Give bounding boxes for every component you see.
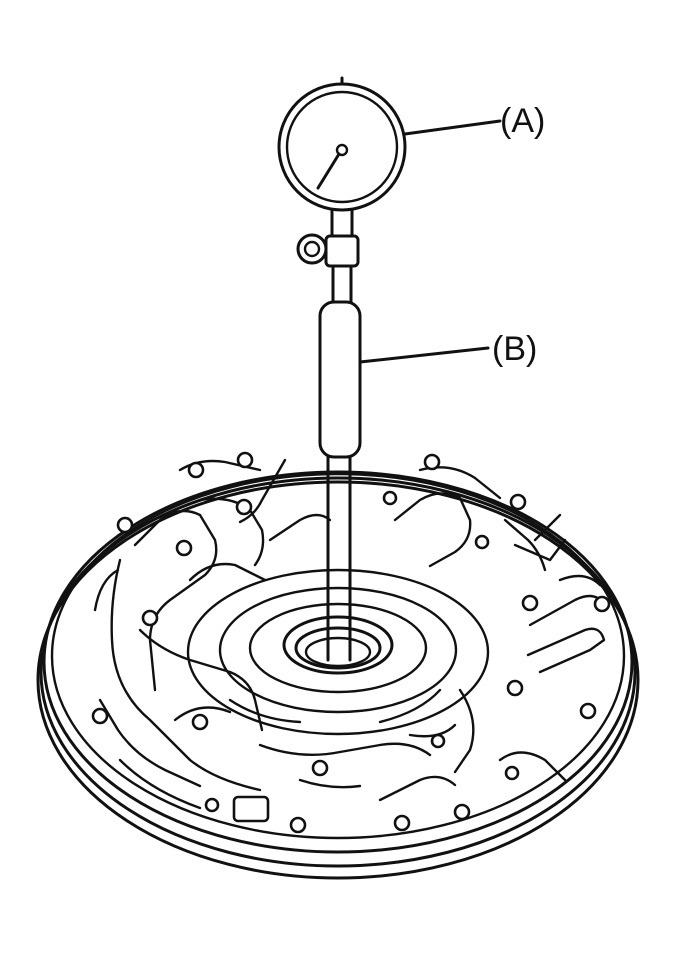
gauge-handle — [318, 300, 362, 459]
leader-line-a — [403, 119, 502, 136]
plate-rim-bottom — [36, 480, 640, 880]
callout-a: (A) — [403, 102, 545, 140]
plate-rim-top — [42, 470, 634, 854]
plate-rim-middle — [39, 476, 637, 868]
inner-groove-3 — [186, 568, 490, 736]
dial-gauge — [277, 76, 407, 268]
pump-plate — [36, 451, 640, 880]
plate-pad — [232, 795, 270, 823]
callout-label-a: (A) — [500, 102, 545, 140]
bolt-holes — [91, 451, 611, 834]
inner-groove-1 — [248, 602, 428, 694]
clamp-knob — [296, 233, 328, 265]
plate-face-edge — [50, 472, 626, 840]
bore-gauge — [318, 264, 362, 662]
inner-groove-2 — [218, 586, 458, 714]
gauge-needle — [316, 152, 341, 190]
leader-line-b — [358, 346, 490, 364]
callout-b: (B) — [358, 330, 537, 368]
callout-label-b: (B) — [492, 330, 537, 368]
center-bore — [282, 615, 394, 675]
